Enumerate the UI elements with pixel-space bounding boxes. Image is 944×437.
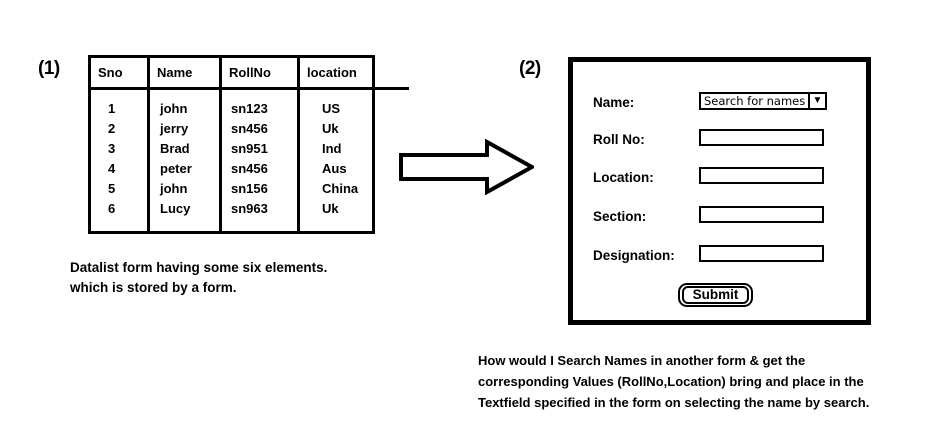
table-row: 5 john sn156 China [91, 179, 409, 199]
panel-marker-one: (1) [38, 58, 60, 79]
cell-rollno: sn951 [220, 139, 300, 159]
table-row: 4 peter sn456 Aus [91, 159, 409, 179]
label-name: Name: [593, 95, 635, 110]
cell-name: Brad [148, 139, 222, 159]
label-designation: Designation: [593, 248, 675, 263]
label-location: Location: [593, 170, 654, 185]
datalist-table-grid: Sno Name RollNo location 1 john sn123 US… [91, 58, 409, 231]
cell-location: Aus [322, 161, 347, 176]
designation-input[interactable] [699, 245, 824, 262]
cell-sno: 1 [91, 88, 150, 119]
submit-button-label: Submit [692, 287, 739, 303]
form-row-rollno: Roll No: [573, 129, 866, 151]
table-row: 3 Brad sn951 Ind [91, 139, 409, 159]
panel-marker-two: (2) [519, 58, 541, 79]
form-row-name: Name: Search for names ▼ [573, 92, 866, 114]
cell-sno: 2 [91, 119, 150, 139]
label-rollno: Roll No: [593, 132, 645, 147]
question-caption-line-3: Textfield specified in the form on selec… [478, 395, 870, 410]
cell-name: john [148, 88, 222, 119]
cell-rollno: sn456 [220, 159, 300, 179]
form-row-designation: Designation: [573, 245, 866, 267]
form-row-section: Section: [573, 206, 866, 228]
datalist-caption-line-2: which is stored by a form. [70, 280, 237, 295]
datalist-table-body: 1 john sn123 US 2 jerry sn456 Uk 3 Brad … [91, 88, 409, 231]
question-caption-line-2: corresponding Values (RollNo,Location) b… [478, 374, 864, 389]
section-input[interactable] [699, 206, 824, 223]
cell-name: john [148, 179, 222, 199]
search-form-panel: Name: Search for names ▼ Roll No: Locati… [568, 57, 871, 325]
cell-name: peter [148, 159, 222, 179]
chevron-down-icon[interactable]: ▼ [808, 94, 825, 108]
name-dropdown-value[interactable]: Search for names [704, 94, 806, 108]
table-row: 1 john sn123 US [91, 88, 409, 119]
cell-sno: 3 [91, 139, 150, 159]
cell-rollno: sn156 [220, 179, 300, 199]
name-dropdown[interactable]: Search for names ▼ [699, 92, 827, 110]
submit-button[interactable]: Submit [678, 283, 753, 307]
column-header-name: Name [148, 58, 222, 90]
cell-rollno: sn123 [220, 88, 300, 119]
cell-sno: 4 [91, 159, 150, 179]
column-header-rollno: RollNo [220, 58, 300, 90]
cell-location: US [322, 101, 341, 116]
cell-location: Uk [322, 121, 339, 136]
datalist-caption: Datalist form having some six elements. … [70, 258, 430, 298]
label-section: Section: [593, 209, 647, 224]
cell-rollno: sn456 [220, 119, 300, 139]
cell-location: Ind [322, 141, 342, 156]
rollno-input[interactable] [699, 129, 824, 146]
submit-button-inner-border: Submit [682, 286, 749, 304]
table-header-row: Sno Name RollNo location [91, 58, 409, 90]
cell-location: Uk [322, 201, 339, 216]
table-row: 2 jerry sn456 Uk [91, 119, 409, 139]
datalist-table-head: Sno Name RollNo location [91, 58, 409, 90]
location-input[interactable] [699, 167, 824, 184]
datalist-caption-line-1: Datalist form having some six elements. [70, 260, 328, 275]
cell-name: jerry [148, 119, 222, 139]
cell-sno: 6 [91, 199, 150, 231]
right-arrow-icon [399, 139, 534, 195]
cell-location: China [322, 181, 359, 196]
column-header-sno: Sno [91, 58, 150, 90]
question-caption: How would I Search Names in another form… [478, 350, 944, 413]
datalist-table: Sno Name RollNo location 1 john sn123 US… [88, 55, 409, 234]
table-row: 6 Lucy sn963 Uk [91, 199, 409, 231]
question-caption-line-1: How would I Search Names in another form… [478, 353, 806, 368]
form-row-location: Location: [573, 167, 866, 189]
cell-rollno: sn963 [220, 199, 300, 231]
cell-sno: 5 [91, 179, 150, 199]
cell-name: Lucy [148, 199, 222, 231]
column-header-location: location [298, 58, 409, 90]
